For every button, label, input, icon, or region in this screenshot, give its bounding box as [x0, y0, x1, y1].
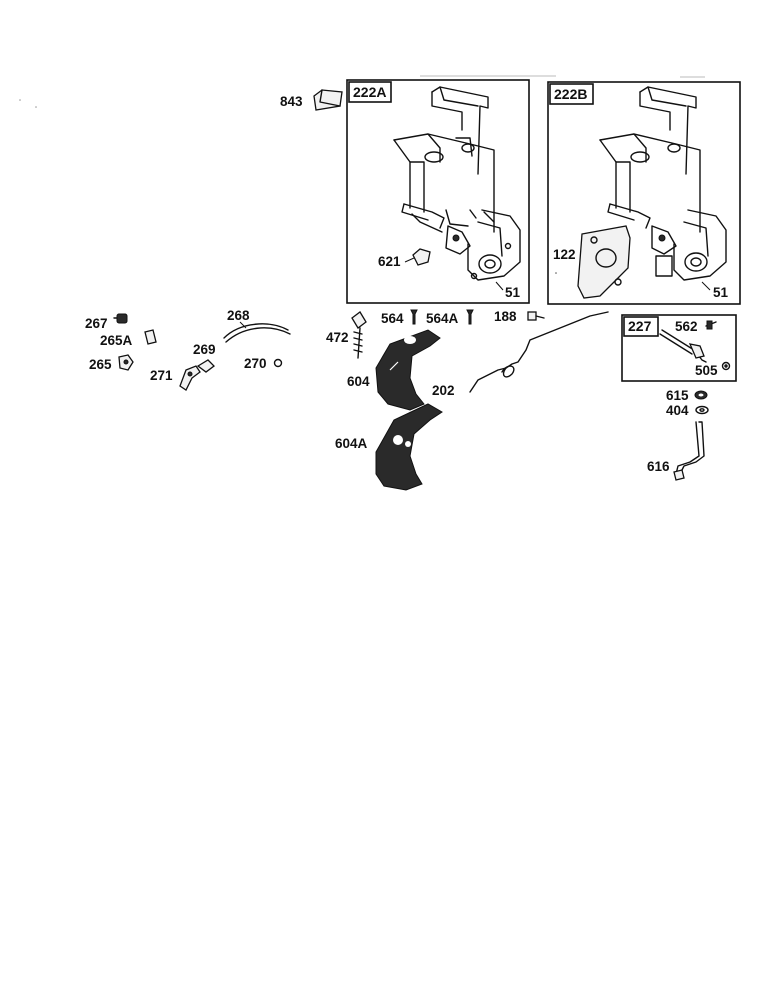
part-505-label: 505	[695, 363, 718, 378]
part-265-label: 265	[89, 357, 112, 372]
part-268-cable: 268	[223, 308, 291, 343]
part-621-label: 621	[378, 254, 401, 269]
part-267-label: 267	[85, 316, 108, 331]
part-843-label: 843	[280, 94, 303, 109]
part-505: 505	[695, 361, 731, 378]
part-271-label: 271	[150, 368, 173, 383]
part-271-lever: 271	[150, 365, 201, 391]
part-616-label: 616	[647, 459, 670, 474]
box-227-label: 227	[628, 318, 652, 334]
part-265a: 265A	[100, 329, 157, 348]
part-564a-label: 564A	[426, 311, 459, 326]
control-bracket-drawing	[393, 86, 521, 281]
part-270: 270	[244, 356, 283, 371]
part-843: 843	[280, 89, 343, 111]
box-222b: 222B 122 51	[547, 81, 741, 305]
box-222a: 222A	[346, 79, 530, 304]
part-621-clip	[412, 248, 431, 266]
part-564-label: 564	[381, 311, 404, 326]
part-122-label: 122	[553, 247, 576, 262]
part-268-label: 268	[227, 308, 250, 323]
part-616-governor-shaft: 616	[647, 421, 705, 481]
box-222b-label: 222B	[554, 86, 587, 102]
part-270-label: 270	[244, 356, 267, 371]
part-404-label: 404	[666, 403, 689, 418]
part-188-label: 188	[494, 309, 517, 324]
part-122-gasket	[577, 225, 631, 299]
part-404: 404	[666, 403, 709, 418]
box-227: 227 562 505	[621, 314, 737, 382]
part-51-label-a: 51	[505, 285, 521, 300]
part-562-label: 562	[675, 319, 698, 334]
part-269: 269	[193, 342, 216, 373]
part-472-spring: 472	[326, 311, 367, 359]
part-51-label-b: 51	[713, 285, 729, 300]
part-615: 615	[666, 388, 708, 403]
part-269-label: 269	[193, 342, 216, 357]
control-bracket-drawing	[599, 86, 727, 281]
part-604a-air-guide: 604A	[335, 403, 443, 491]
part-188: 188	[494, 309, 545, 324]
part-265a-label: 265A	[100, 333, 133, 348]
part-604a-label: 604A	[335, 436, 368, 451]
part-604-air-guide: 604	[347, 329, 441, 411]
part-562: 562	[675, 319, 717, 334]
part-265: 265	[89, 354, 134, 372]
part-202-governor-link: 202	[432, 311, 609, 398]
part-202-label: 202	[432, 383, 455, 398]
part-564: 564	[381, 309, 418, 326]
part-267: 267	[85, 313, 128, 331]
part-615-label: 615	[666, 388, 689, 403]
box-222a-label: 222A	[353, 84, 386, 100]
part-472-label: 472	[326, 330, 349, 345]
part-564a: 564A	[426, 309, 474, 326]
part-604-label: 604	[347, 374, 370, 389]
